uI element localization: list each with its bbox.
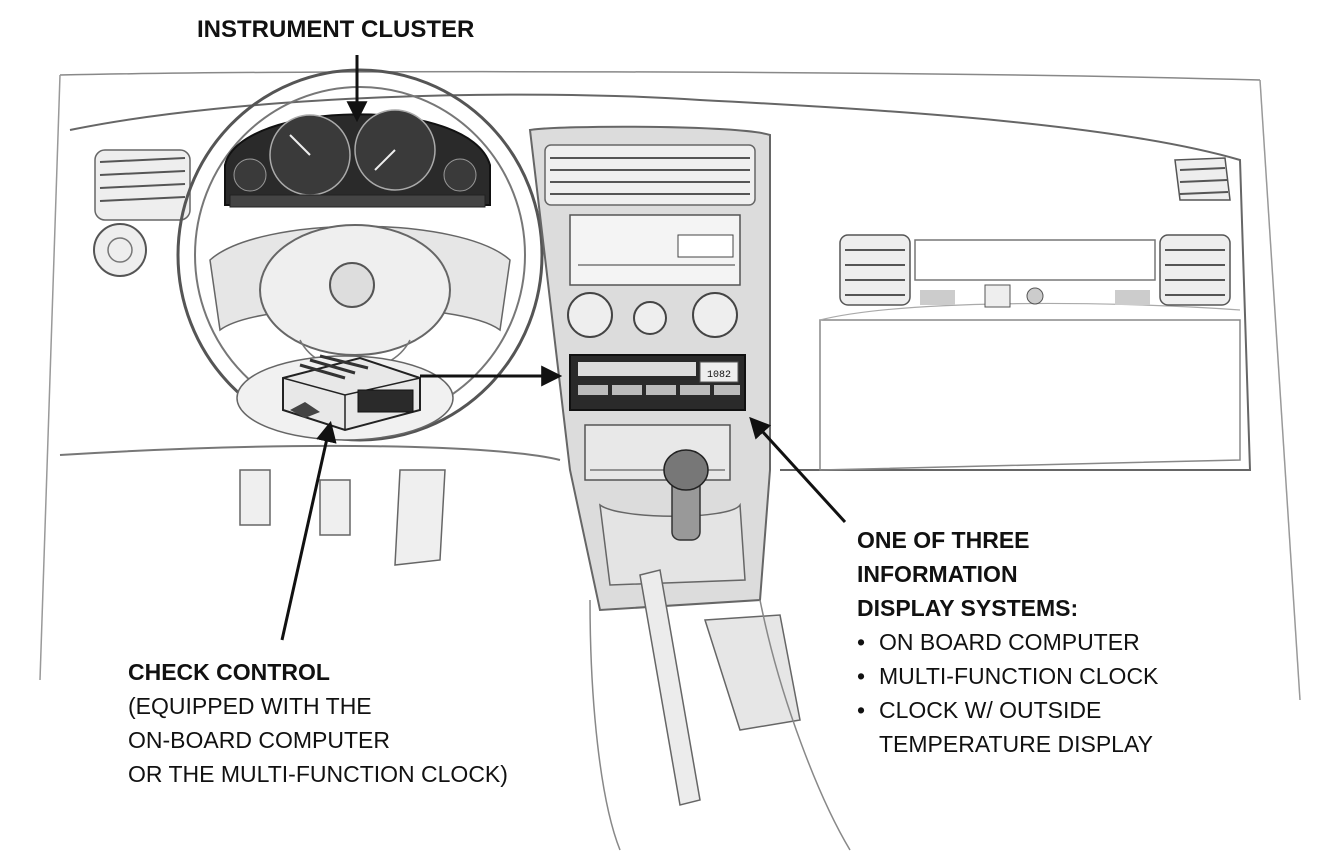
arrow-check-control: [280, 420, 337, 641]
console-armrest: [703, 614, 801, 731]
center-console: 1082: [528, 125, 771, 612]
check-control-line: (EQUIPPED WITH THE: [128, 693, 372, 719]
console-side-left: [589, 599, 621, 851]
a-pillar-right: [1259, 79, 1301, 701]
glovebox-outline: [819, 319, 1241, 471]
right-side-vent: [1174, 157, 1231, 201]
info-display-bullet: • CLOCK W/ OUTSIDE: [857, 693, 1158, 727]
steering-wheel: [176, 68, 544, 442]
arrow-info-display: [749, 416, 847, 524]
bullet-glyph: •: [857, 663, 866, 689]
info-display-heading: DISPLAY SYSTEMS:: [857, 595, 1079, 621]
bullet-glyph: •: [857, 629, 866, 655]
pedals: [239, 469, 446, 566]
center-air-vent: [544, 144, 756, 206]
instrument-cluster-label: INSTRUMENT CLUSTER: [197, 16, 475, 43]
dashboard-top: [69, 93, 1252, 472]
bullet-text: ON BOARD COMPUTER: [879, 629, 1140, 655]
light-switch-knob: [93, 223, 147, 277]
bullet-glyph: •: [857, 697, 866, 723]
console-side-right: [759, 599, 851, 851]
bullet-text: MULTI-FUNCTION CLOCK: [879, 663, 1159, 689]
info-display-bullet: • ON BOARD COMPUTER: [857, 625, 1158, 659]
a-pillar-left: [39, 74, 61, 681]
check-control-module: [236, 354, 454, 441]
dashboard-lower-edge: [59, 444, 561, 461]
instrument-cluster-illustration: [224, 109, 491, 208]
info-display-bullet: • MULTI-FUNCTION CLOCK: [857, 659, 1158, 693]
windshield-line: [59, 70, 1261, 81]
check-control-line: OR THE MULTI-FUNCTION CLOCK): [128, 761, 508, 787]
bullet-text: TEMPERATURE DISPLAY: [879, 731, 1153, 757]
glovebox-crease: [819, 302, 1241, 321]
info-display-label: ONE OF THREE INFORMATION DISPLAY SYSTEMS…: [857, 523, 1158, 761]
gear-shifter: [599, 449, 746, 586]
info-display-continuation: TEMPERATURE DISPLAY: [857, 727, 1158, 761]
check-control-line: ON-BOARD COMPUTER: [128, 727, 390, 753]
bullet-text: CLOCK W/ OUTSIDE: [879, 697, 1102, 723]
climate-control-knobs: [567, 292, 738, 338]
information-display-unit: 1082: [569, 354, 746, 411]
info-display-heading: INFORMATION: [857, 561, 1018, 587]
check-control-label: CHECK CONTROL (EQUIPPED WITH THE ON-BOAR…: [128, 655, 508, 791]
handbrake-lever: [639, 569, 701, 806]
left-air-vent: [94, 149, 191, 221]
display-readout: 1082: [707, 370, 731, 381]
info-display-heading: ONE OF THREE: [857, 527, 1030, 553]
passenger-air-vents: [839, 234, 1231, 308]
check-control-heading: CHECK CONTROL: [128, 659, 330, 685]
